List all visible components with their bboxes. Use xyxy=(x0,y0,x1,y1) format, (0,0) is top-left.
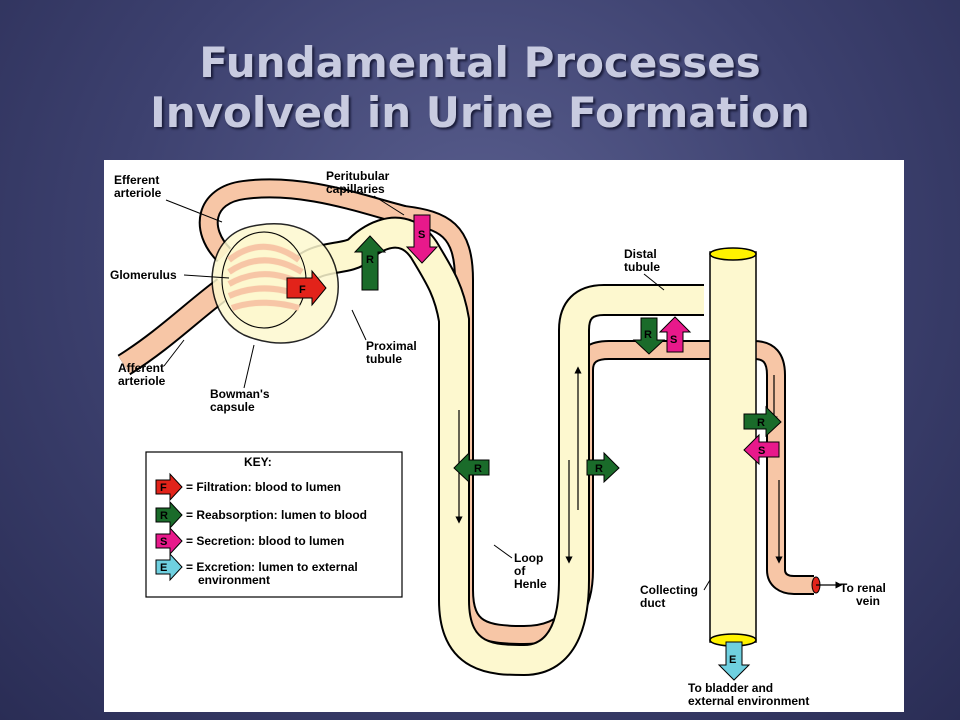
diagram-labels: Efferent arteriole Peritubular capillari… xyxy=(110,169,886,708)
reabsorption-arrow-distal-letter: R xyxy=(644,329,652,341)
reabsorption-arrow-descending: R xyxy=(453,451,490,484)
key-box: KEY: F = Filtration: blood to lumen R = … xyxy=(145,451,403,598)
label-efferent-2: arteriole xyxy=(114,186,162,200)
label-peritubular-2: capillaries xyxy=(326,182,385,196)
title-line-1: Fundamental Processes xyxy=(199,38,761,87)
label-peritubular-1: Peritubular xyxy=(326,169,390,183)
slide-title: Fundamental Processes Involved in Urine … xyxy=(0,38,960,138)
secretion-arrow-distal: S xyxy=(658,316,692,353)
label-loop-3: Henle xyxy=(514,577,547,591)
label-glomerulus: Glomerulus xyxy=(110,268,177,282)
key-excretion-text-1: = Excretion: lumen to external xyxy=(186,560,358,574)
secretion-arrow-collecting-letter: S xyxy=(758,445,765,457)
label-proximal-1: Proximal xyxy=(366,339,417,353)
label-collecting-1: Collecting xyxy=(640,583,698,597)
label-renal-2: vein xyxy=(856,594,880,608)
reabsorption-arrow-proximal: R xyxy=(353,235,387,291)
label-loop-2: of xyxy=(514,564,526,578)
svg-text:F: F xyxy=(160,482,167,494)
title-line-2: Involved in Urine Formation xyxy=(150,88,810,137)
filtration-arrow: F xyxy=(286,269,327,307)
label-efferent-1: Efferent xyxy=(114,173,159,187)
secretion-arrow-proximal-letter: S xyxy=(418,229,425,241)
key-reabsorption-text: = Reabsorption: lumen to blood xyxy=(186,508,367,522)
key-secretion: S = Secretion: blood to lumen xyxy=(155,526,344,556)
excretion-arrow: E xyxy=(717,641,751,681)
reabsorption-arrow-distal: R xyxy=(632,317,666,355)
reabsorption-arrow-collecting-letter: R xyxy=(757,417,765,429)
label-collecting-2: duct xyxy=(640,596,665,610)
key-filtration: F = Filtration: blood to lumen xyxy=(155,472,341,502)
label-bladder-2: external environment xyxy=(688,694,809,708)
nephron-diagram-panel: F R S R R R S R S E Effe xyxy=(104,160,904,712)
label-proximal-2: tubule xyxy=(366,352,402,366)
reabsorption-arrow-ascending-letter: R xyxy=(595,463,603,475)
label-bladder-1: To bladder and xyxy=(688,681,773,695)
label-distal-1: Distal xyxy=(624,247,657,261)
reabsorption-arrow-proximal-letter: R xyxy=(366,254,374,266)
key-secretion-text: = Secretion: blood to lumen xyxy=(186,534,344,548)
label-afferent-1: Afferent xyxy=(118,361,164,375)
label-bowmans-1: Bowman's xyxy=(210,387,270,401)
key-excretion: E = Excretion: lumen to external environ… xyxy=(155,552,358,587)
nephron-diagram: F R S R R R S R S E Effe xyxy=(110,169,886,708)
secretion-arrow-collecting: S xyxy=(743,433,780,466)
secretion-arrow-proximal: S xyxy=(405,214,439,264)
label-afferent-2: arteriole xyxy=(118,374,166,388)
svg-text:E: E xyxy=(160,562,167,574)
secretion-arrow-distal-letter: S xyxy=(670,334,677,346)
svg-text:R: R xyxy=(160,510,168,522)
svg-text:S: S xyxy=(160,536,167,548)
key-filtration-text: = Filtration: blood to lumen xyxy=(186,480,341,494)
efferent-peritubular-capillary xyxy=(198,178,814,646)
reabsorption-arrow-ascending: R xyxy=(586,451,620,484)
label-renal-1: To renal xyxy=(840,581,886,595)
filtration-arrow-letter: F xyxy=(299,284,306,296)
key-reabsorption: R = Reabsorption: lumen to blood xyxy=(155,500,367,530)
key-excretion-text-2: environment xyxy=(198,573,270,587)
label-distal-2: tubule xyxy=(624,260,660,274)
label-loop-1: Loop xyxy=(514,551,543,565)
key-title: KEY: xyxy=(244,455,272,469)
excretion-arrow-letter: E xyxy=(729,654,736,666)
label-bowmans-2: capsule xyxy=(210,400,255,414)
reabsorption-arrow-descending-letter: R xyxy=(474,463,482,475)
reabsorption-arrow-collecting: R xyxy=(743,405,782,438)
